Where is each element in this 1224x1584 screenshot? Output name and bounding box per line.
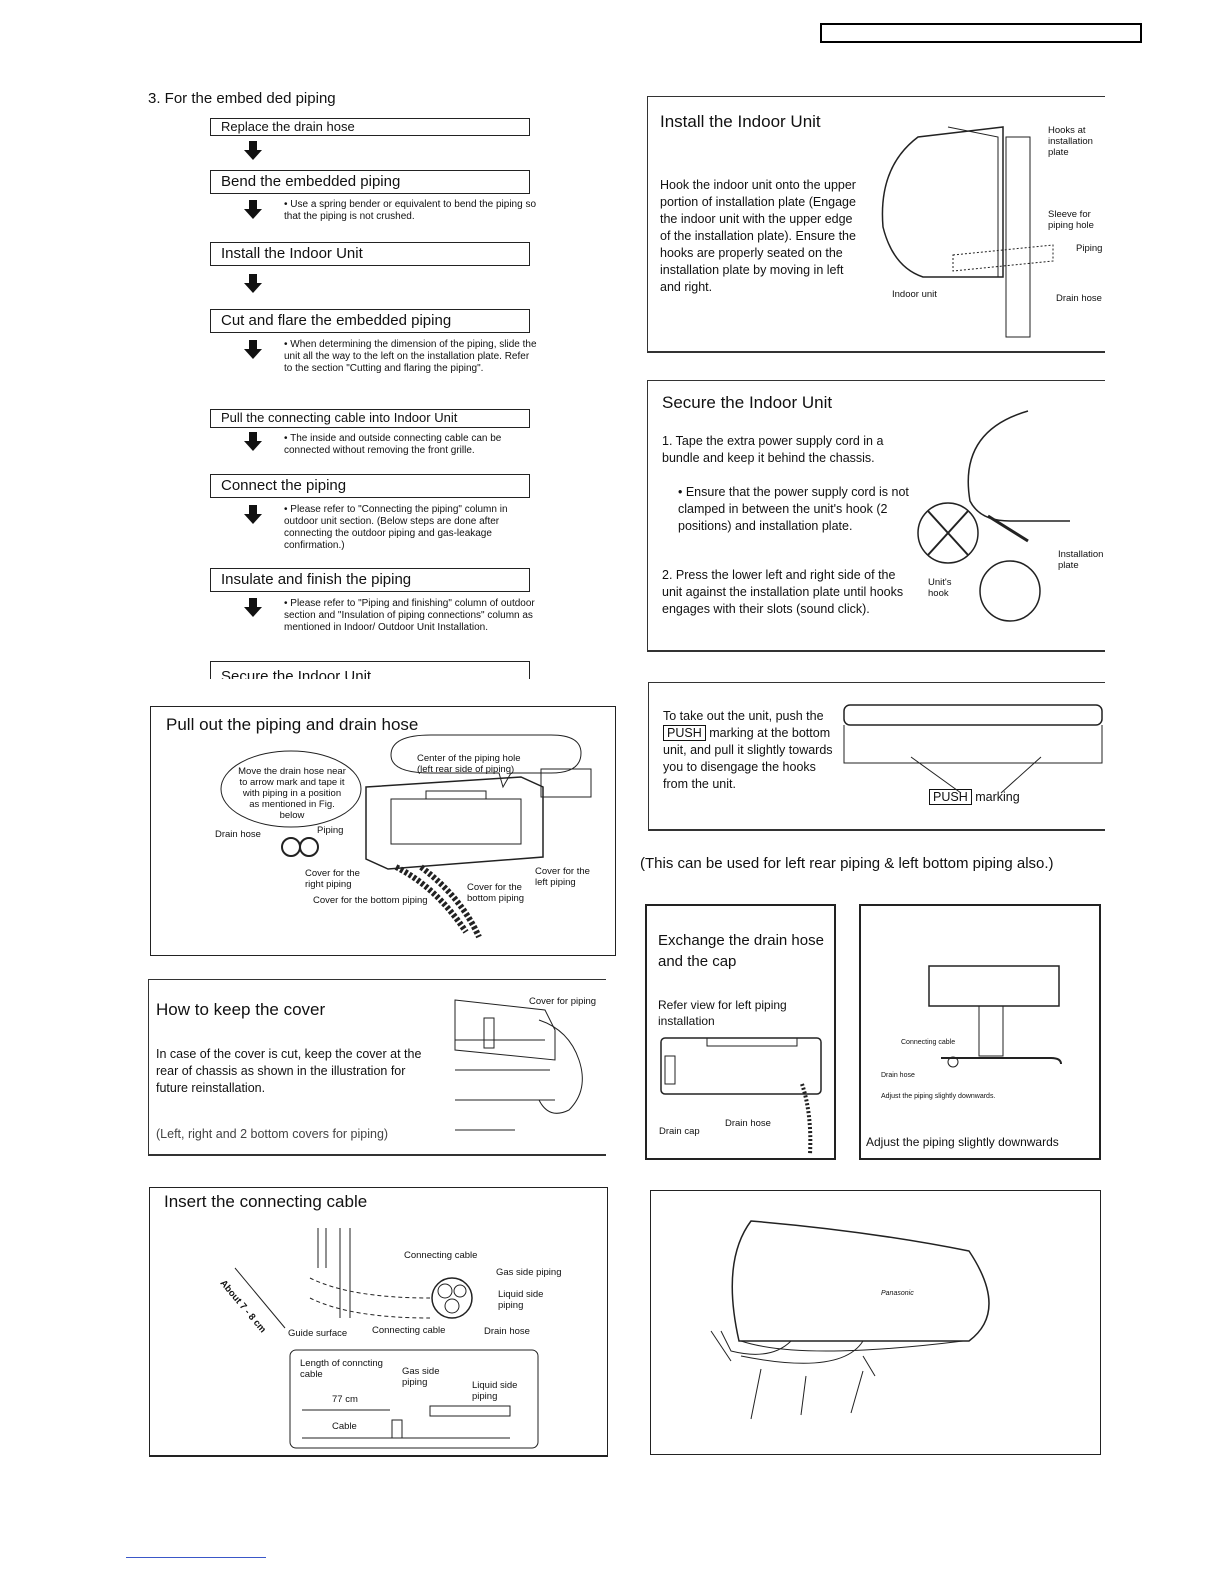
insert-cable-conn-top: Connecting cable [404, 1250, 478, 1261]
adjust-caption: Adjust the piping slightly downwards [866, 1135, 1059, 1149]
down-arrow-icon [244, 274, 262, 294]
keep-cover-note: (Left, right and 2 bottom covers for pip… [156, 1127, 389, 1141]
flow-note-7: • Please refer to "Piping and finishing"… [284, 598, 535, 633]
secure-indoor-panel: Secure the Indoor Unit 1. Tape the extra… [647, 380, 1105, 652]
down-arrow-icon [244, 432, 262, 452]
pull-out-cover-right: Cover for the right piping [305, 868, 360, 890]
install-indoor-drain: Drain hose [1056, 293, 1102, 304]
install-indoor-title: Install the Indoor Unit [660, 112, 821, 131]
insert-cable-gas: Gas side piping [496, 1267, 562, 1278]
flow-note-2: • Use a spring bender or equivalent to b… [284, 199, 537, 222]
adjust-conn: Connecting cable [901, 1039, 956, 1046]
insert-cable-liquid2: Liquid side piping [472, 1380, 518, 1402]
push-mark: PUSH [663, 725, 706, 741]
insert-cable-length-label: Length of conncting cable [300, 1358, 383, 1380]
flow-step-1: Replace the drain hose [210, 118, 530, 136]
secure-indoor-step1: 1. Tape the extra power supply cord in a… [662, 434, 884, 465]
insert-cable-guide: Guide surface [288, 1328, 348, 1339]
secure-indoor-plate: Installation plate [1058, 549, 1104, 571]
down-arrow-icon [244, 598, 262, 618]
pull-out-cover-bottom2: Cover for the bottom piping [467, 882, 525, 904]
install-indoor-indoor: Indoor unit [892, 289, 937, 300]
insert-cable-conn-bottom: Connecting cable [372, 1325, 446, 1336]
usage-note: (This can be used for left rear piping &… [640, 855, 1054, 872]
take-out-illustration [843, 704, 1103, 794]
keep-cover-illustration [454, 999, 583, 1131]
header-model-box [820, 23, 1142, 43]
install-indoor-text: Hook the indoor unit onto the upper port… [660, 178, 856, 294]
flow-step-8: Secure the Indoor Unit [210, 661, 530, 679]
insert-cable-cable: Cable [332, 1421, 357, 1432]
flow-note-6: • Please refer to "Connecting the piping… [284, 504, 508, 551]
unit-illustration [710, 1220, 990, 1420]
secure-indoor-title: Secure the Indoor Unit [662, 393, 833, 412]
take-out-push-marking: PUSH marking [929, 789, 1020, 806]
exchange-illustration [660, 1037, 822, 1155]
keep-cover-title: How to keep the cover [156, 1000, 326, 1019]
flow-step-7: Insulate and finish the piping [210, 568, 530, 592]
pull-out-callout-left: Move the drain hose near to arrow mark a… [238, 766, 346, 821]
pull-out-panel: Pull out the piping and drain hose Move … [150, 706, 616, 956]
footer-line [126, 1557, 266, 1558]
adjust-drain: Drain hose [881, 1072, 915, 1079]
exchange-drain-hose: Drain hose [725, 1118, 771, 1129]
adjust-tiny: Adjust the piping slightly downwards. [881, 1093, 996, 1100]
down-arrow-icon [244, 340, 262, 360]
secure-indoor-unit-hook: Unit's hook [928, 577, 952, 599]
pull-out-illustration [220, 734, 592, 939]
keep-cover-text: In case of the cover is cut, keep the co… [156, 1047, 422, 1095]
pull-out-piping-label: Piping [317, 825, 344, 836]
secure-indoor-step2: 2. Press the lower left and right side o… [662, 568, 904, 616]
insert-cable-title: Insert the connecting cable [164, 1192, 368, 1211]
exchange-drain-cap: Drain cap [659, 1126, 700, 1137]
take-out-panel: To take out the unit, push the PUSH mark… [648, 682, 1105, 831]
take-out-text: To take out the unit, push the PUSH mark… [663, 709, 833, 791]
exchange-panel: Exchange the drain hose and the cap Refe… [645, 904, 836, 1160]
insert-cable-gas2: Gas side piping [402, 1366, 440, 1388]
flow-step-4: Cut and flare the embedded piping [210, 309, 530, 333]
unit-panel: Panasonic [650, 1190, 1101, 1455]
adjust-panel: Connecting cable Drain hose Adjust the p… [859, 904, 1101, 1160]
down-arrow-icon [244, 141, 262, 161]
pull-out-cover-bottom: Cover for the bottom piping [313, 895, 428, 906]
insert-cable-liquid: Liquid side piping [498, 1289, 544, 1311]
unit-brand: Panasonic [881, 1290, 914, 1297]
install-indoor-illustration [881, 126, 1054, 338]
pull-out-drain-label: Drain hose [215, 829, 261, 840]
keep-cover-label: Cover for piping [529, 996, 597, 1007]
insert-cable-length-value: 77 cm [332, 1394, 358, 1405]
flow-step-3: Install the Indoor Unit [210, 242, 530, 266]
pull-out-title: Pull out the piping and drain hose [166, 715, 419, 734]
keep-cover-panel: How to keep the cover In case of the cov… [148, 979, 606, 1156]
secure-indoor-bullet: • Ensure that the power supply cord is n… [678, 485, 909, 533]
pull-out-cover-left: Cover for the left piping [535, 866, 590, 888]
secure-indoor-illustration [917, 410, 1070, 622]
install-indoor-piping: Piping [1076, 243, 1103, 254]
flow-note-5: • The inside and outside connecting cabl… [284, 433, 502, 456]
flow-step-2: Bend the embedded piping [210, 170, 530, 194]
down-arrow-icon [244, 505, 262, 525]
flow-step-6: Connect the piping [210, 474, 530, 498]
section-title: 3. For the embed ded piping [148, 90, 336, 107]
install-indoor-hooks: Hooks at installation plate [1048, 125, 1093, 158]
insert-cable-drain: Drain hose [484, 1326, 530, 1337]
install-indoor-sleeve: Sleeve for piping hole [1048, 209, 1094, 231]
down-arrow-icon [244, 200, 262, 220]
insert-cable-panel: Insert the connecting cable About 7 - 8 … [149, 1187, 608, 1457]
adjust-illustration [928, 965, 1062, 1068]
flow-note-4: • When determining the dimension of the … [284, 339, 537, 374]
install-indoor-panel: Install the Indoor Unit Hook the indoor … [647, 96, 1105, 353]
exchange-title: Exchange the drain hose and the cap [658, 932, 824, 970]
flow-step-5: Pull the connecting cable into Indoor Un… [210, 409, 530, 428]
insert-cable-illustration [234, 1228, 539, 1449]
pull-out-callout-right: Center of the piping hole (left rear sid… [417, 753, 521, 775]
exchange-sub: Refer view for left piping installation [658, 998, 787, 1028]
